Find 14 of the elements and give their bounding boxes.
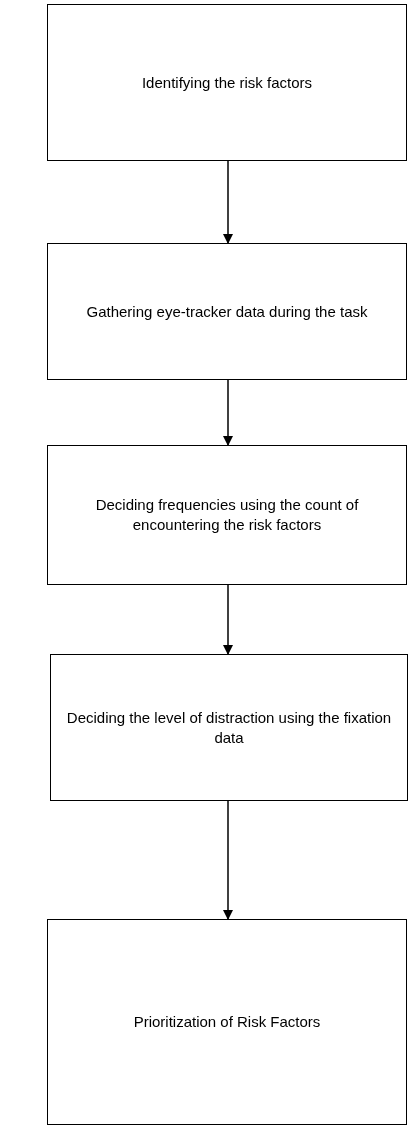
arrow (223, 800, 233, 920)
process-box (47, 919, 407, 1125)
step-text: Deciding the level of distraction using the fixation data (65, 707, 393, 748)
process-box (47, 445, 407, 585)
step-text: Deciding frequencies using the count of encountering the risk factors (94, 495, 360, 535)
arrow (223, 584, 233, 655)
process-box (47, 4, 407, 161)
step-text: Identifying the risk factors (141, 72, 313, 93)
arrow (223, 379, 233, 446)
step-text: Prioritization of Risk Factors (133, 1012, 321, 1032)
process-box (50, 654, 408, 801)
step-text: Gathering eye-tracker data during the task (86, 301, 368, 322)
arrow (223, 160, 233, 244)
process-box (47, 243, 407, 380)
